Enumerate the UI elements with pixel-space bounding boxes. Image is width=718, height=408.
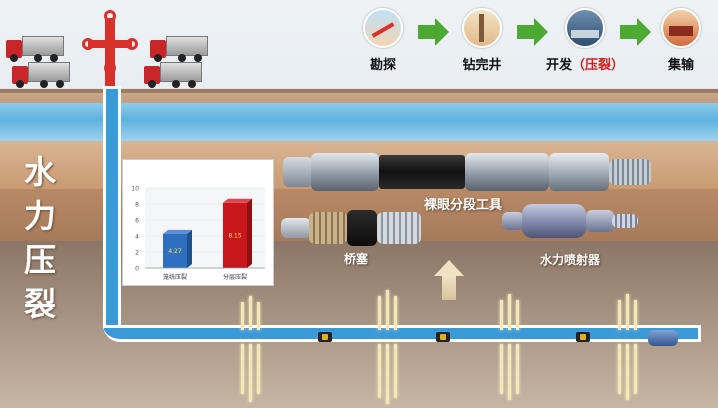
- fracture-mark: [378, 344, 381, 398]
- fracturing-comparison-chart: 0 2 4 6 8 10 4.27 笼统压裂 8.15 分层压裂: [122, 159, 274, 286]
- bare-hole-tool-label: 裸眼分段工具: [424, 198, 503, 213]
- x-category-label: 笼统压裂: [163, 273, 187, 281]
- bar-value-label: 4.27: [168, 248, 182, 255]
- fracture-mark: [508, 344, 511, 400]
- y-tick-label: 10: [131, 186, 139, 193]
- flow-step-label: 集输: [667, 58, 694, 73]
- y-tick-label: 4: [135, 234, 139, 241]
- packer-icon: [436, 332, 450, 342]
- arrow-up-icon: [434, 260, 464, 300]
- fracture-mark: [516, 344, 519, 394]
- page-title: 水 力 压 裂: [18, 150, 62, 326]
- title-char: 力: [23, 197, 56, 235]
- bar-side: [247, 198, 252, 268]
- gathering-station-icon: [661, 8, 701, 48]
- frac-truck-icon: [12, 62, 70, 88]
- flow-step-label: 勘探: [369, 58, 396, 73]
- vertical-wellbore: [103, 86, 121, 329]
- fracture-mark: [249, 344, 252, 402]
- fracture-mark: [378, 296, 381, 330]
- title-char: 水: [23, 153, 56, 191]
- hydraulic-jet-tool: [502, 204, 638, 238]
- fracture-mark: [516, 300, 519, 330]
- drilling-icon: [462, 8, 502, 48]
- bridge-plug-label: 桥塞: [344, 252, 369, 266]
- fracture-mark: [394, 296, 397, 330]
- fracture-mark: [386, 344, 389, 404]
- bar: [163, 233, 187, 268]
- fracture-mark: [508, 294, 511, 330]
- bar: [223, 202, 247, 268]
- fracture-mark: [241, 302, 244, 330]
- fracture-mark: [626, 294, 629, 330]
- title-char: 压: [23, 241, 56, 279]
- x-category-label: 分层压裂: [223, 273, 247, 281]
- flow-step-label: 开发（压裂）: [540, 54, 630, 73]
- chart-svg: 0 2 4 6 8 10 4.27 笼统压裂 8.15 分层压裂: [131, 186, 265, 281]
- bottom-tool-icon: [648, 330, 678, 346]
- fracturing-site-icon: [565, 8, 605, 48]
- frac-truck-icon: [144, 62, 202, 88]
- y-tick-label: 8: [135, 202, 139, 209]
- fracture-mark: [249, 296, 252, 330]
- frac-truck-icon: [150, 36, 208, 62]
- y-tick-label: 2: [135, 250, 139, 257]
- title-char: 裂: [23, 285, 56, 323]
- horizontal-wellbore: [103, 325, 701, 342]
- fracture-mark: [257, 344, 260, 394]
- flow-step-label-main: 开发: [545, 58, 572, 73]
- fracture-mark: [634, 300, 637, 330]
- fracture-mark: [257, 302, 260, 330]
- flow-step-drilling: 钻完井: [447, 8, 517, 73]
- exploration-icon: [363, 8, 403, 48]
- y-tick-label: 0: [135, 266, 139, 273]
- fracture-mark: [500, 344, 503, 394]
- bar-top: [163, 229, 192, 234]
- fracture-mark: [626, 344, 629, 400]
- bridge-plug: [281, 210, 421, 246]
- flow-step-development: 开发（压裂）: [540, 8, 630, 73]
- flow-step-label: 钻完井: [462, 58, 502, 73]
- flow-step-label-extra: （压裂）: [572, 58, 625, 73]
- jet-tool-label: 水力喷射器: [540, 253, 601, 267]
- frac-truck-icon: [6, 36, 64, 62]
- ground-surface: [0, 89, 718, 93]
- bar-top: [223, 198, 252, 203]
- flow-step-gathering: 集输: [646, 8, 716, 73]
- fracture-mark: [241, 344, 244, 394]
- flow-step-exploration: 勘探: [348, 8, 418, 73]
- packer-icon: [576, 332, 590, 342]
- fracture-mark: [618, 344, 621, 394]
- fracture-mark: [500, 300, 503, 330]
- fracture-mark: [618, 300, 621, 330]
- bare-hole-segment-tool: [283, 153, 651, 191]
- packer-icon: [318, 332, 332, 342]
- fracture-mark: [634, 344, 637, 394]
- fracture-mark: [386, 290, 389, 330]
- bar-value-label: 8.15: [228, 232, 242, 239]
- fracture-mark: [394, 344, 397, 398]
- bar-side: [187, 229, 192, 268]
- wellhead-icon: [82, 10, 138, 90]
- y-tick-label: 6: [135, 218, 139, 225]
